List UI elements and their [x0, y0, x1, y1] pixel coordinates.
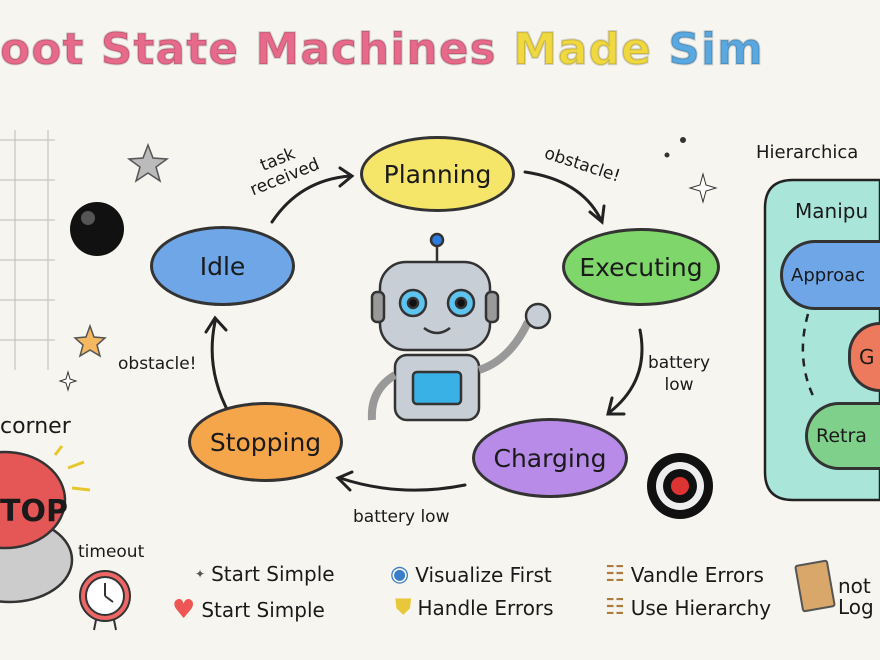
substate-g-label: G [859, 345, 875, 369]
alarm-clock-icon [79, 570, 131, 631]
timeout-label: timeout [78, 542, 145, 562]
ladder-icon: ☷ [605, 595, 625, 620]
title-part-3: Sim [667, 23, 764, 76]
state-stopping-label: Stopping [209, 427, 322, 457]
substate-approach[interactable]: Approac [780, 240, 880, 310]
notebook-icon [794, 559, 836, 613]
sparkle-icon [688, 172, 718, 204]
transition-label-battery-low: battery low [648, 353, 711, 395]
title-part-2: Made [512, 23, 652, 76]
grid-decoration [0, 130, 55, 370]
substate-retract-label: Retra [816, 425, 867, 447]
shield-icon: ⛊ [395, 595, 412, 620]
star-icon [73, 323, 107, 358]
robot-illustration [367, 232, 552, 422]
star-icon [126, 142, 170, 183]
legend-item: ⛊Handle Errors [395, 595, 554, 620]
sparkle-icon: ✦ [195, 567, 206, 581]
arrow-stopping-to-idle [210, 320, 232, 417]
target-icon [647, 453, 713, 519]
state-charging-label: Charging [493, 443, 607, 473]
legend-item: ☷Use Hierarchy [605, 595, 772, 620]
sparkle-icon [58, 370, 78, 392]
eye-icon: ◉ [390, 562, 410, 587]
state-executing-label: Executing [579, 252, 703, 282]
substate-retract[interactable]: Retra [805, 402, 880, 470]
stop-button-illustration [0, 445, 91, 604]
state-charging[interactable]: Charging [472, 418, 628, 498]
state-planning-label: Planning [383, 159, 492, 189]
heart-icon: ♥ [172, 595, 196, 625]
page-title: oot State Machines Made Sim [0, 23, 764, 76]
legend-item: Log [838, 595, 874, 619]
ladder-icon: ☷ [605, 562, 625, 587]
legend-item: ◉Visualize First [390, 562, 552, 587]
arrow-charging-to-stopping [338, 476, 467, 492]
stop-button-text[interactable]: TOP [0, 494, 68, 529]
arrow-idle-to-planning [270, 174, 352, 224]
hierarchical-group-label: Manipu [795, 199, 869, 223]
black-ball-icon [70, 202, 124, 256]
state-executing[interactable]: Executing [562, 228, 720, 306]
substate-approach-label: Approac [791, 264, 866, 286]
legend-item: ☷Vandle Errors [605, 562, 764, 587]
legend-item: not [794, 559, 871, 613]
state-stopping[interactable]: Stopping [188, 402, 343, 482]
state-planning[interactable]: Planning [360, 136, 515, 212]
legend-item: ♥Start Simple [172, 595, 325, 625]
legend-item: ✦Start Simple [195, 562, 335, 586]
arrow-executing-to-charging [608, 328, 644, 414]
state-idle-label: Idle [199, 251, 246, 281]
state-idle[interactable]: Idle [150, 226, 295, 306]
arrow-planning-to-executing [523, 170, 602, 220]
transition-label-battery-low-2: battery low [353, 507, 450, 527]
transition-label-obstacle-2: obstacle! [118, 354, 197, 374]
title-part-1: oot State Machines [0, 23, 497, 76]
hierarchical-heading: Hierarchica [756, 142, 859, 163]
corner-label: corner [0, 414, 71, 439]
